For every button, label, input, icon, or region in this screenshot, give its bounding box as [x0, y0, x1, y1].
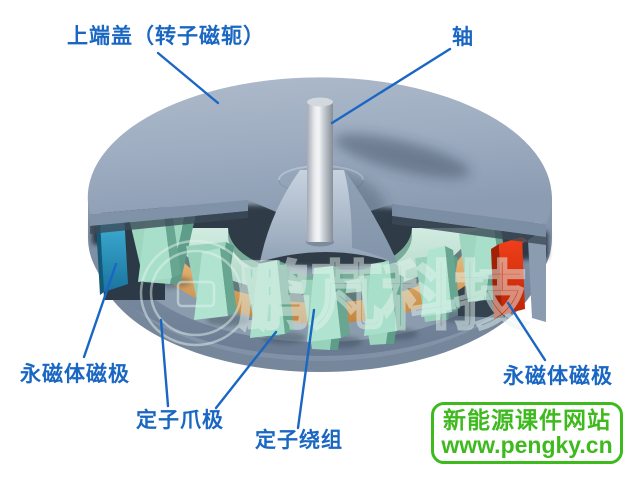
label-top-cover: 上端盖（转子磁轭） — [67, 25, 265, 48]
leader-lines — [82, 47, 547, 430]
leader-shaft — [330, 47, 452, 125]
rim-cut-face-right — [528, 228, 546, 322]
site-badge: 新能源课件网站 www.pengky.cn — [431, 402, 623, 464]
site-badge-url: www.pengky.cn — [441, 432, 613, 459]
leader-claw-b — [214, 330, 278, 410]
watermark: 鹏芃科技 — [139, 239, 531, 347]
shaft-cylinder — [306, 97, 334, 247]
label-winding: 定子绕组 — [255, 429, 343, 452]
label-left-magnet: 永磁体磁极 — [20, 363, 130, 386]
leader-top-cover — [156, 51, 220, 105]
leader-right-magnet — [506, 301, 547, 362]
label-right-magnet: 永磁体磁极 — [503, 365, 613, 388]
site-badge-title: 新能源课件网站 — [443, 407, 611, 433]
leader-claw-a — [159, 318, 170, 408]
leader-left-magnet — [82, 262, 118, 359]
label-claw-pole: 定子爪极 — [136, 409, 224, 432]
label-shaft: 轴 — [452, 26, 473, 49]
leader-winding — [296, 308, 316, 430]
watermark-text: 鹏芃科技 — [238, 255, 528, 338]
